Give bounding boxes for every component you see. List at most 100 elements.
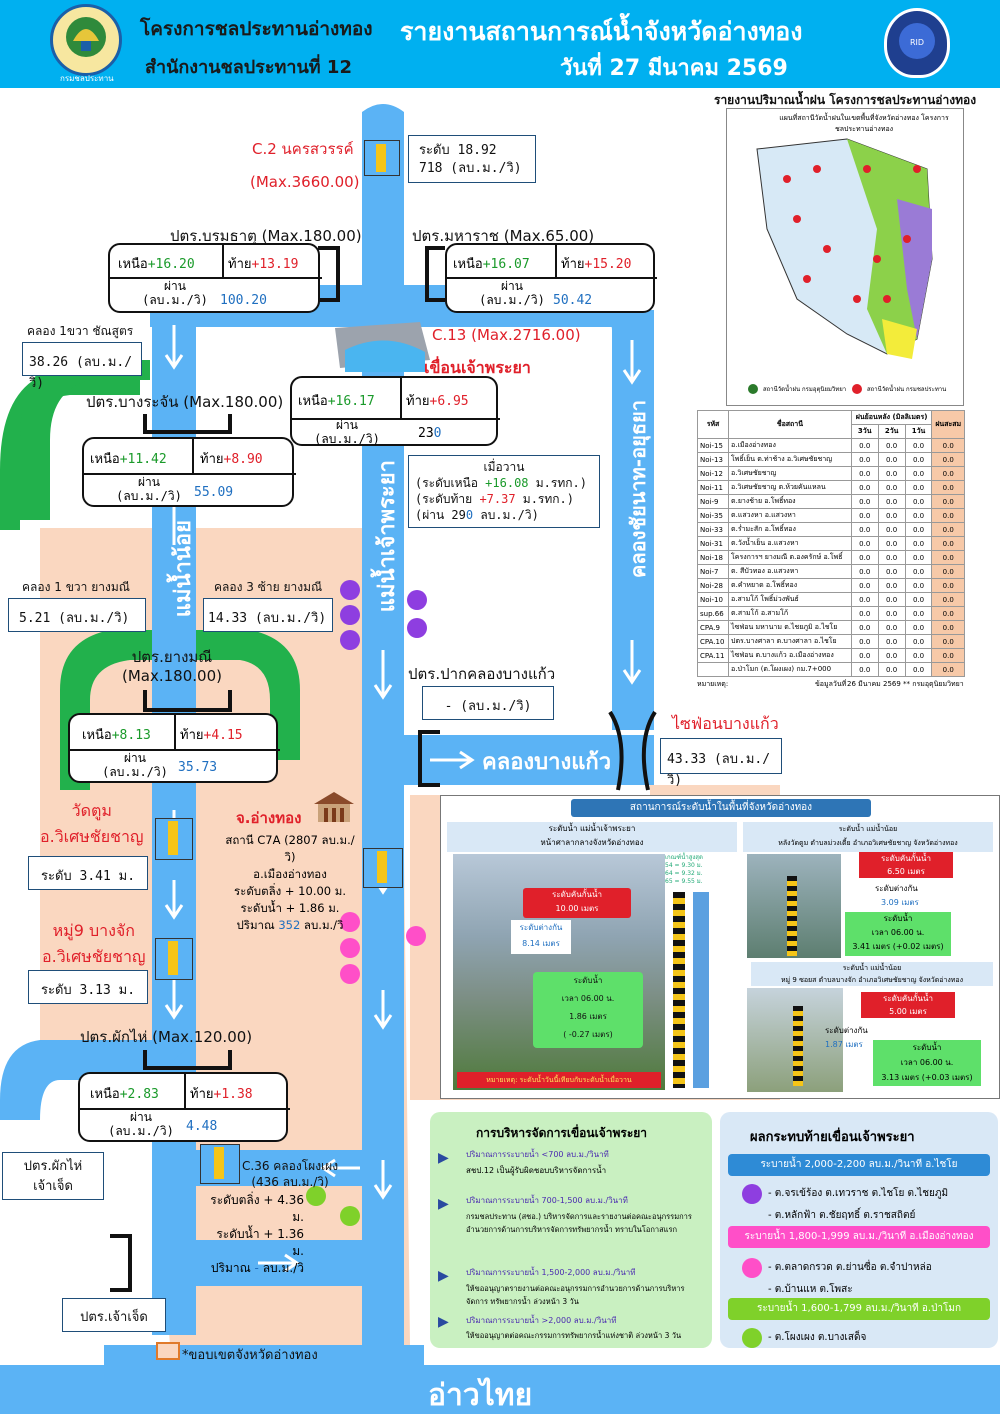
rain-cell-value: 0.0	[850, 634, 879, 649]
rain-cell-sum: 0.0	[931, 452, 965, 467]
rain-cell-value: 0.0	[904, 592, 933, 607]
yangmanee-box: เหนือ+8.13 ท้าย+4.15 ผ่าน (ลบ.ม./วิ) 35.…	[68, 713, 280, 783]
borommathat-up-label: เหนือ	[118, 257, 148, 272]
rain-cell-code: Noi-7	[696, 564, 730, 579]
c36-title: C.36 คลองโผงเผง (436 ลบ.ม./วิ)	[242, 1159, 339, 1189]
rain-cell-sum: 0.0	[931, 438, 965, 453]
watdoom-gauge-icon	[155, 818, 193, 860]
right1-head-2: หลังวัดตูม ตำบลม่วงเตี้ย อำเภอวิเศษชัยชา…	[778, 839, 958, 847]
rain-cell-code: CPA.9	[696, 620, 730, 635]
gauge-staff	[673, 892, 685, 1088]
yesterday-pass-b: 0	[465, 508, 474, 522]
dam-mgmt-title: การบริหารจัดการเขื่อนเจ้าพระยา	[476, 1126, 648, 1140]
rain-cell-code: Noi-18	[696, 550, 730, 565]
c36-flow-label: ปริมาณ	[210, 1261, 255, 1275]
rain-cell-value: 0.0	[904, 452, 933, 467]
angthong-water: ระดับน้ำ + 1.86 ม.	[240, 901, 340, 915]
province-legend-swatch	[156, 1342, 180, 1360]
rain-map-title: แผนที่สถานีวัดน้ำฝนในเขตพื้นที่จังหวัดอ่…	[779, 114, 949, 133]
yesterday-title: เมื่อวาน	[483, 460, 525, 474]
rain-cell-sum: 0.0	[931, 550, 965, 565]
bangrachan-pass: 55.09	[194, 485, 234, 500]
maharaj-pass: 50.42	[553, 293, 593, 308]
map-legend-2: สถานีวัดน้ำฝน กรมชลประทาน	[867, 386, 947, 393]
yangmanee-up: +8.13	[111, 728, 151, 743]
maharaj-up: +16.07	[482, 257, 530, 272]
left-diff-badge: ระดับต่างกัน 8.14 เมตร	[511, 920, 571, 954]
dam-i1b: สชป.12 เป็นผู้รับผิดชอบบริหารจัดการน้ำ	[466, 1166, 607, 1175]
rain-col-3d: 3วัน	[850, 424, 879, 439]
right1-head-1: ระดับน้ำ แม่น้ำน้อย	[838, 825, 898, 833]
project-name: โครงการชลประทานอ่างทอง	[140, 18, 373, 40]
angthong-title: จ.อ่างทอง	[236, 809, 302, 827]
dam-i3b: ให้ขออนุญาตรายงานต่อคณะอนุกรรมการอำนวยกา…	[466, 1284, 685, 1306]
angthong-info: สถานี C7A (2807 ลบ.ม./วิ) อ.เมืองอ่างทอง…	[222, 832, 358, 934]
chainat-canal-label: คลองชัยนาท-อยุธยา	[626, 400, 650, 578]
c13-down-label: ท้าย	[406, 394, 430, 409]
rain-cell-value: 0.0	[850, 578, 879, 593]
k3left-value: 14.33 (ลบ.ม./วิ)	[203, 598, 333, 632]
rain-cell-value: 0.0	[877, 648, 906, 663]
siphon-value: 43.33 (ลบ.ม./วิ)	[660, 738, 782, 788]
purple-dot-2	[340, 605, 360, 625]
rain-cell-value: 0.0	[904, 522, 933, 537]
khlong1-value: 38.26 (ลบ.ม./วิ)	[22, 342, 142, 391]
dam-i4b: ให้ขออนุญาตต่อคณะกรรมการทรัพยากรน้ำแห่งช…	[466, 1331, 682, 1340]
report-date: วันที่ 27 มีนาคม 2569	[560, 56, 788, 81]
rain-cell-code: Noi-31	[696, 536, 730, 551]
phakhai-pass: 4.48	[186, 1119, 218, 1134]
rain-cell-sum: 0.0	[931, 592, 965, 607]
yangmanee-pass: 35.73	[178, 760, 218, 775]
rain-cell-value: 0.0	[904, 536, 933, 551]
phakhai-down: +1.38	[213, 1087, 253, 1102]
c2-flow: 718 (ลบ.ม./วิ)	[419, 161, 522, 176]
yangmanee-up-label: เหนือ	[82, 728, 112, 743]
rain-cell-value: 0.0	[904, 508, 933, 523]
rain-col-2d: 2วัน	[877, 424, 906, 439]
left-head-2: หน้าศาลากลางจังหวัดอ่างทอง	[540, 838, 644, 847]
rain-cell-code: Noi-9	[696, 494, 730, 509]
rain-cell-sum: 0.0	[931, 494, 965, 509]
rain-cell-value: 0.0	[904, 578, 933, 593]
left-water-badge: ระดับน้ำ เวลา 06.00 น. 1.86 เมตร ( -0.27…	[533, 972, 643, 1048]
k1right-label: คลอง 1 ขวา ยางมณี	[22, 580, 130, 594]
impact-band-3: ระบายน้ำ 1,600-1,799 ลบ.ม./วินาที อ.ป่าโ…	[728, 1298, 990, 1320]
rain-cell-value: 0.0	[877, 578, 906, 593]
rain-cell-station: ไซฟ่อน มหานาม ต.ไชยภูมิ อ.ไชโย	[728, 620, 852, 635]
impact-pink-dot	[742, 1258, 762, 1278]
r1-diff: 3.09 เมตร	[881, 898, 919, 907]
rain-cell-value: 0.0	[850, 466, 879, 481]
impact-lime-dot	[742, 1328, 762, 1348]
siphon-title: ไซฟ่อนบางแก้ว	[672, 714, 779, 733]
r2-bank: ระดับคันกั้นน้ำ 5.00 เมตร	[861, 992, 955, 1018]
c13-up: +16.17	[327, 394, 375, 409]
rain-cell-sum: 0.0	[931, 564, 965, 579]
yesterday-down-unit: ม.รทก.)	[515, 492, 574, 506]
borommathat-up: +16.20	[147, 257, 195, 272]
rain-cell-sum: 0.0	[931, 662, 965, 677]
rain-note-right: ** กรมอุตุนิยมวิทยา	[903, 680, 964, 688]
rain-cell-value: 0.0	[904, 438, 933, 453]
gauge-panel-title: สถานการณ์ระดับน้ำในพื้นที่จังหวัดอ่างทอง	[571, 799, 871, 817]
rain-cell-value: 0.0	[904, 606, 933, 621]
rain-cell-value: 0.0	[850, 522, 879, 537]
c2-level: ระดับ 18.92	[419, 143, 497, 158]
rain-col-1d: 1วัน	[904, 424, 933, 439]
rain-cell-code: Noi-12	[696, 466, 730, 481]
phakhai-jaojed-box: ปตร.ผักไห่ เจ้าเจ็ด	[2, 1152, 104, 1200]
rain-cell-station: อ.วิเศษชัยชาญ ต.ห้วยคันแหลน	[728, 480, 852, 495]
header-bar	[0, 0, 1000, 88]
purple-dot-4	[407, 590, 427, 610]
dam-mgmt-panel: การบริหารจัดการเขื่อนเจ้าพระยา ▶ ปริมาณก…	[430, 1112, 712, 1348]
maharaj-up-label: เหนือ	[453, 257, 483, 272]
maharaj-down-label: ท้าย	[561, 257, 585, 272]
rain-cell-value: 0.0	[877, 438, 906, 453]
